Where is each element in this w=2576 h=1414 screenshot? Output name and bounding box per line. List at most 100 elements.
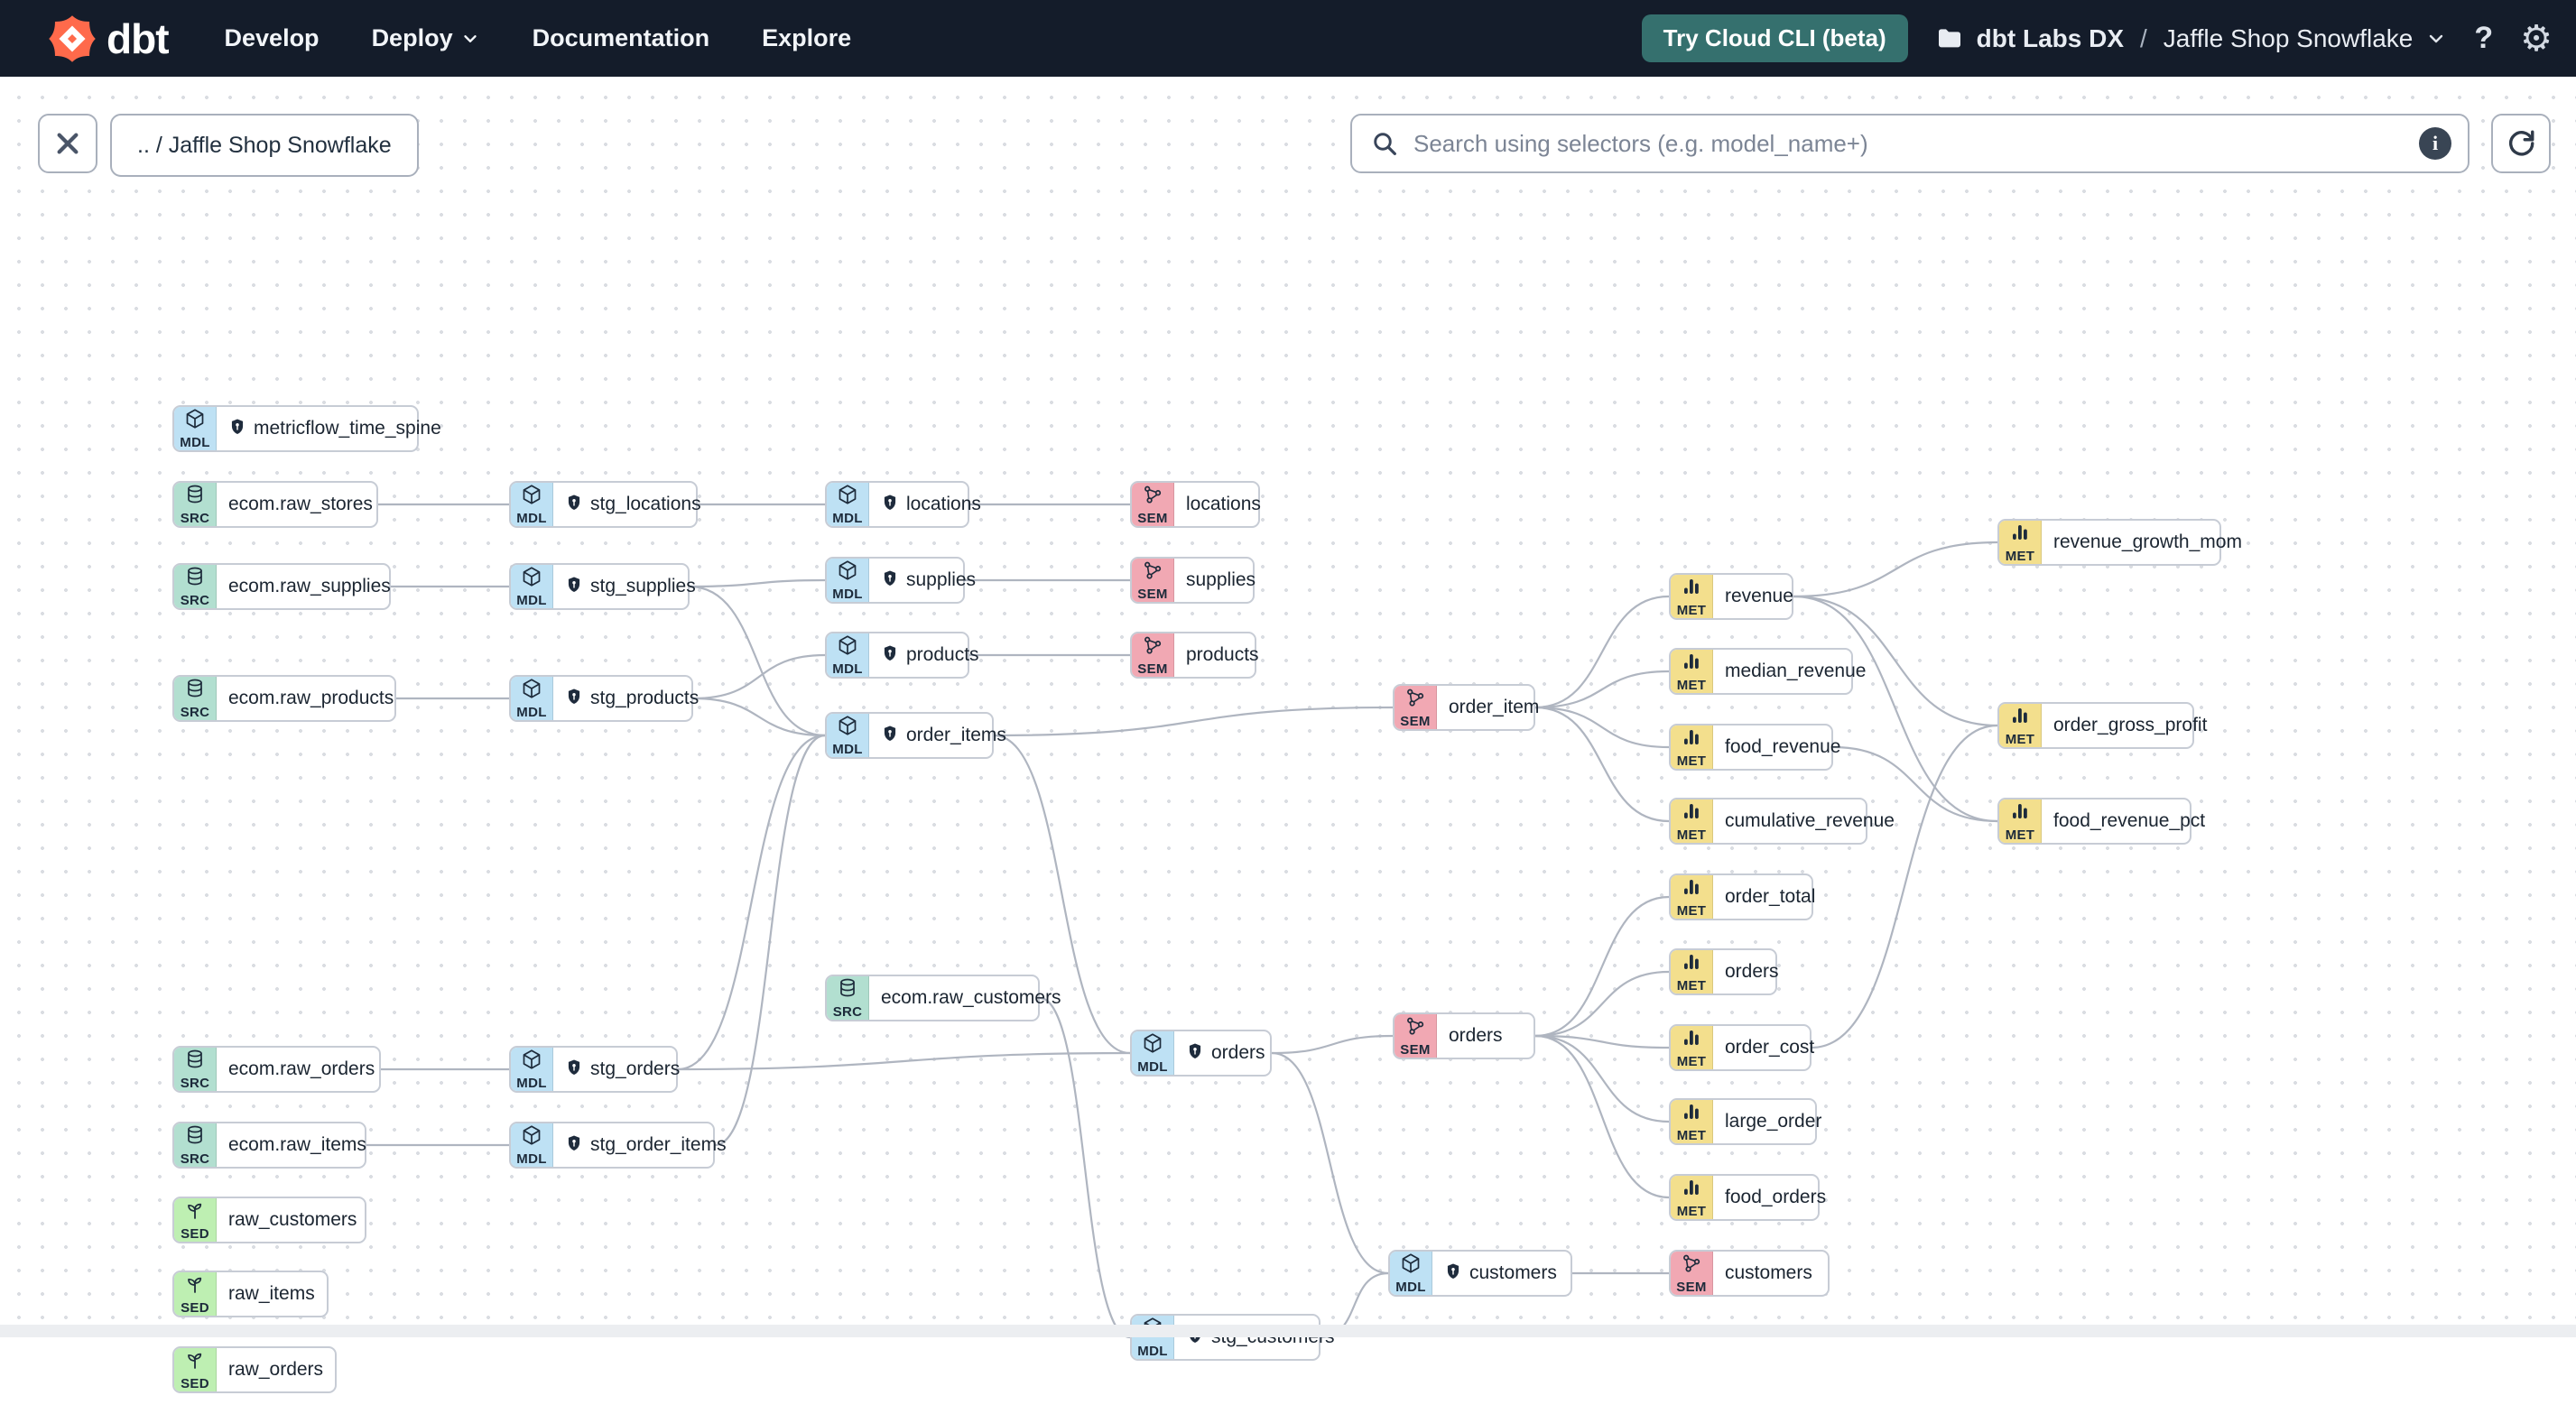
menu-deploy[interactable]: Deploy <box>372 24 480 52</box>
lineage-edge <box>1534 895 1670 1038</box>
node-type-badge: MET <box>1671 650 1713 693</box>
model-cube-icon <box>837 715 858 741</box>
node-body: orders <box>1437 1014 1512 1058</box>
node-type-label: SRC <box>180 511 210 526</box>
menu-explore[interactable]: Explore <box>762 24 852 51</box>
metric-chart-icon <box>2009 800 2031 827</box>
contract-shield-icon <box>565 1058 583 1082</box>
breadcrumb[interactable]: .. / Jaffle Shop Snowflake <box>110 114 419 177</box>
node-type-label: MDL <box>832 511 863 526</box>
semantic-model-icon <box>1404 687 1426 713</box>
node-type-badge: MDL <box>1132 1031 1174 1075</box>
menu-documentation[interactable]: Documentation <box>532 24 710 51</box>
model-cube-icon <box>521 678 542 704</box>
node-sem_customers[interactable]: SEM customers <box>1669 1250 1830 1297</box>
node-body: products <box>1174 633 1268 677</box>
try-cloud-cli-button[interactable]: Try Cloud CLI (beta) <box>1641 14 1908 62</box>
help-button[interactable]: ? <box>2474 21 2493 56</box>
dbt-logo-icon <box>49 14 96 62</box>
node-label: stg_products <box>590 688 700 708</box>
lineage-edge <box>1039 996 1131 1339</box>
node-body: revenue <box>1713 575 1802 618</box>
node-label: median_revenue <box>1725 661 1867 681</box>
settings-button[interactable]: ⚙ <box>2520 21 2553 57</box>
menu-develop[interactable]: Develop <box>224 24 320 51</box>
search-icon <box>1374 133 1396 155</box>
metric-chart-icon <box>1681 1177 1702 1203</box>
selector-searchbar: i <box>1350 114 2469 173</box>
horizontal-scrollbar[interactable] <box>0 1325 2576 1337</box>
node-met_median_revenue[interactable]: MET median_revenue <box>1669 648 1866 695</box>
node-body: metricflow_time_spine <box>217 407 450 450</box>
node-type-label: SED <box>181 1376 209 1391</box>
project-name: Jaffle Shop Snowflake <box>2163 23 2414 52</box>
node-type-label: MET <box>1676 1204 1707 1219</box>
lineage-edge <box>677 1051 1131 1071</box>
node-type-label: SEM <box>1676 1280 1707 1295</box>
lineage-edge <box>1271 1034 1394 1055</box>
node-label: ecom.raw_customers <box>881 987 1061 1008</box>
search-input[interactable] <box>1412 128 2419 159</box>
node-type-badge: SEM <box>1395 686 1437 729</box>
lineage-edge <box>714 734 826 1147</box>
model-cube-icon <box>1400 1252 1422 1279</box>
node-type-badge: SEM <box>1132 483 1174 526</box>
node-type-label: MDL <box>516 593 547 608</box>
refresh-button[interactable] <box>2491 114 2551 173</box>
node-body: customers <box>1713 1252 1821 1295</box>
node-body: stg_customers <box>1174 1316 1344 1359</box>
node-label: order_gross_profit <box>2053 715 2208 735</box>
info-icon[interactable]: i <box>2419 127 2451 160</box>
close-button[interactable] <box>38 114 97 173</box>
node-label: locations <box>906 494 981 514</box>
node-body: stg_locations <box>553 483 710 526</box>
contract-shield-icon <box>565 493 583 517</box>
node-type-badge: MET <box>1999 704 2042 747</box>
model-cube-icon <box>837 484 858 510</box>
node-body: median_revenue <box>1713 650 1875 693</box>
node-mdl_locations[interactable]: MDL locations <box>825 481 981 528</box>
lineage-edge <box>677 734 826 1071</box>
node-body: large_order <box>1713 1100 1830 1143</box>
account-breadcrumb[interactable]: dbt Labs DX / Jaffle Shop Snowflake <box>1935 24 2448 53</box>
node-met_order_gross_profit[interactable]: MET order_gross_profit <box>1997 702 2207 749</box>
dbt-logo[interactable]: dbt <box>47 14 170 64</box>
